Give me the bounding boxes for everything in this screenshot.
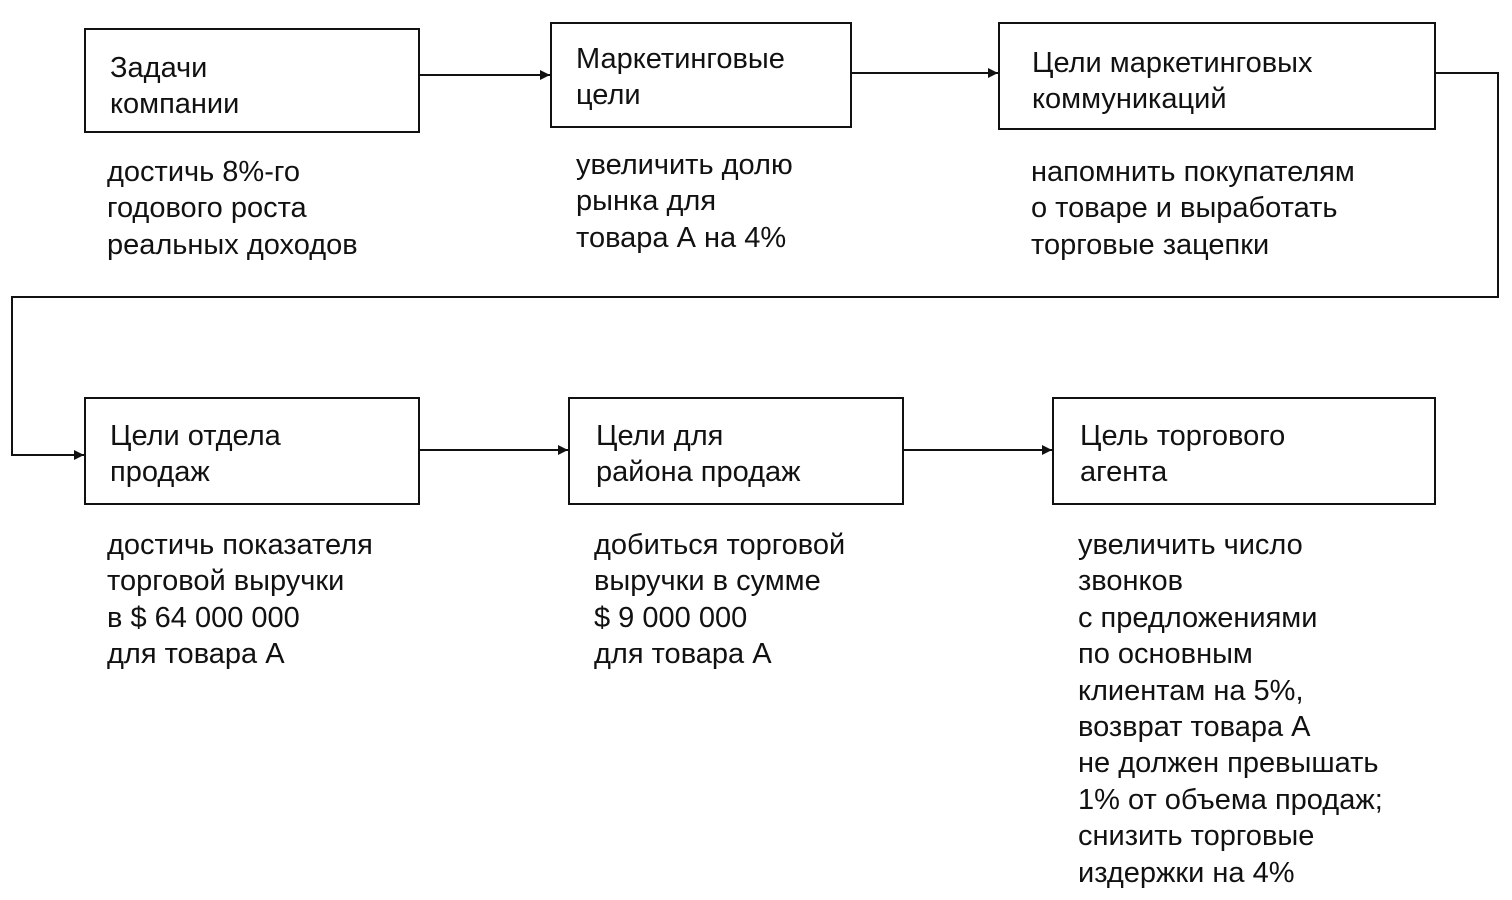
step-title: Цели для района продаж: [596, 420, 801, 488]
step-description: достичь 8%-го годового роста реальных до…: [107, 156, 358, 261]
step-box-marketing-communication-goals: Цели маркетинговых коммуникаций: [998, 22, 1436, 130]
step-description: увеличить долю рынка для товара А на 4%: [576, 149, 793, 254]
step-description: достичь показателя торговой выручки в $ …: [107, 529, 373, 671]
step-box-sales-department-goals: Цели отдела продаж: [84, 397, 420, 505]
step-title: Маркетинговые цели: [576, 43, 785, 111]
step-description: добиться торговой выручки в сумме $ 9 00…: [594, 529, 846, 671]
step-description: увеличить число звонков с предложениями …: [1078, 529, 1383, 889]
step-title: Цели отдела продаж: [110, 420, 281, 488]
step-description: напомнить покупателям о товаре и выработ…: [1031, 156, 1355, 261]
step-box-company-tasks: Задачи компании: [84, 28, 420, 133]
step-title: Цели маркетинговых коммуникаций: [1032, 47, 1313, 115]
step-box-sales-region-goals: Цели для района продаж: [568, 397, 904, 505]
step-box-sales-agent-goal: Цель торгового агента: [1052, 397, 1436, 505]
step-title: Цель торгового агента: [1080, 420, 1286, 488]
step-title: Задачи компании: [110, 52, 240, 120]
arrow-step3-to-step4: [11, 72, 1499, 460]
step-box-marketing-goals: Маркетинговые цели: [550, 22, 852, 128]
